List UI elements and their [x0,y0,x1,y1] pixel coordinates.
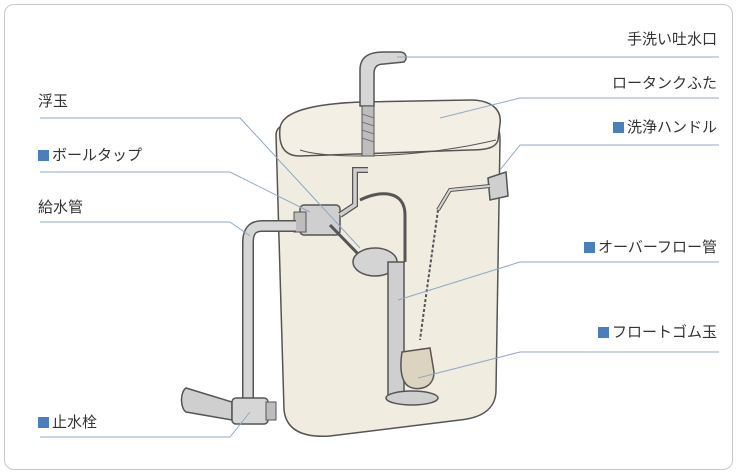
leader-supply-pipe [40,221,251,237]
flapper [400,347,435,390]
label-ball-tap: ボールタップ [38,146,142,164]
label-tank-lid: ロータンクふた [611,74,717,92]
label-faucet: 手洗い吐水口 [626,30,717,48]
stop-valve [180,387,233,421]
faucet-spout [359,51,407,107]
label-supply-pipe: 給水管 [38,198,84,216]
leader-flapper [417,351,719,379]
flush-handle [487,170,509,201]
marker-square [612,122,624,133]
label-overflow-pipe: オーバーフロー管 [584,238,717,256]
label-float: 浮玉 [38,92,69,110]
leader-overflow-pipe [397,261,719,301]
leader-ball-tap [40,171,311,213]
label-flapper: フロートゴム玉 [597,323,717,341]
leader-tank-lid [439,97,719,119]
leader-float [40,117,361,249]
leader-flush-handle [499,144,719,171]
leader-stop-valve [40,411,251,438]
marker-square [38,417,49,428]
label-flush-handle: 洗浄ハンドル [612,118,717,136]
lift-chain [419,209,439,341]
label-stop-valve: 止水栓 [38,413,97,431]
marker-square [597,327,609,338]
tank-lid [278,99,501,157]
marker-square [38,150,49,161]
marker-square [584,242,596,253]
